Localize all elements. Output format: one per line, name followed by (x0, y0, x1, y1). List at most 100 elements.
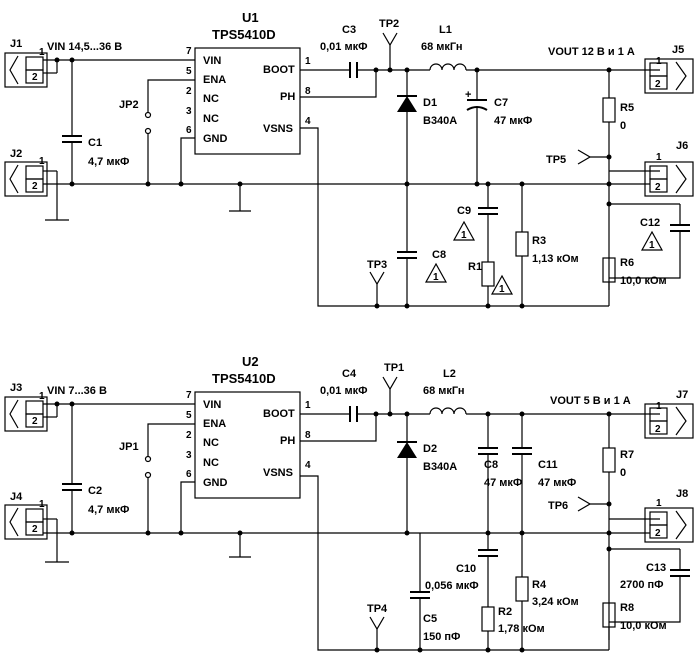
c3-val: 0,01 мкФ (320, 41, 368, 53)
j7-pin2: 2 (655, 424, 661, 435)
j3-ref: J3 (10, 382, 22, 394)
r1-ref: R1 (468, 261, 482, 273)
l2-ref: L2 (443, 368, 456, 380)
j4-ref: J4 (10, 491, 23, 503)
u1-pin-ena: ENA (203, 74, 226, 86)
r6-val: 10,0 кОм (620, 275, 667, 287)
d2-ref: D2 (423, 443, 437, 455)
c2-ref: C2 (88, 485, 102, 497)
j1-pin2: 2 (32, 72, 38, 83)
l1-val: 68 мкГн (421, 41, 463, 53)
u1-n-vsns: 4 (305, 116, 311, 127)
d2-part: B340A (423, 461, 457, 473)
u2-pin-nc2: NC (203, 457, 219, 469)
c8-note: 1 (433, 272, 439, 283)
connector-j4: J4 1 2 (4, 491, 48, 540)
c5-val: 150 пФ (423, 631, 460, 643)
j3-pin1: 1 (39, 391, 45, 402)
j1-ref: J1 (10, 38, 22, 50)
u1-n-vin: 7 (186, 46, 192, 57)
vin-label-2: VIN 7...36 В (47, 385, 107, 397)
j1-pin1: 1 (39, 47, 45, 58)
d1-ref: D1 (423, 97, 437, 109)
c7-polarity: + (465, 89, 471, 101)
j6-ref: J6 (676, 140, 688, 152)
c4-ref: C4 (342, 368, 357, 380)
r6-ref: R6 (620, 257, 634, 269)
u2-pin-vsns: VSNS (263, 467, 293, 479)
connector-j3: J3 1 2 (4, 382, 48, 432)
c1-ref: C1 (88, 137, 102, 149)
c13-ref: C13 (646, 562, 666, 574)
u2-n-nc2: 3 (186, 450, 192, 461)
u2-pin-ph: PH (280, 435, 295, 447)
ic-u2: U2 TPS5410D VIN ENA NC NC GND BOOT PH VS… (186, 354, 311, 499)
c11-val: 47 мкФ (538, 477, 576, 489)
c4-val: 0,01 мкФ (320, 385, 368, 397)
u2-n-gnd: 6 (186, 469, 192, 480)
tp2-ref: TP2 (379, 18, 399, 30)
c12-ref: C12 (640, 217, 660, 229)
u1-n-ena: 5 (186, 66, 192, 77)
vin-label-1: VIN 14,5...36 В (47, 41, 122, 53)
j5-ref: J5 (672, 44, 684, 56)
u1-n-gnd: 6 (186, 125, 192, 136)
c12-note: 1 (649, 240, 655, 251)
ic-u1: U1 TPS5410D VIN ENA NC NC GND BOOT PH VS… (186, 10, 311, 155)
c10-ref: C10 (456, 563, 476, 575)
d1-part: B340A (423, 115, 457, 127)
c10-val: 0,056 мкФ (425, 580, 479, 592)
tp3-ref: TP3 (367, 259, 387, 271)
connector-j2: J2 1 2 (4, 148, 48, 197)
tp5-ref: TP5 (546, 154, 566, 166)
u2-ref: U2 (242, 354, 259, 369)
u2-n-vsns: 4 (305, 460, 311, 471)
l1-ref: L1 (439, 24, 452, 36)
r2-ref: R2 (498, 606, 512, 618)
u1-pin-vsns: VSNS (263, 123, 293, 135)
j4-pin1: 1 (39, 499, 45, 510)
u2-n-ena: 5 (186, 410, 192, 421)
r7-val: 0 (620, 467, 626, 479)
u2-pin-ena: ENA (203, 418, 226, 430)
r3-val: 1,13 кОм (532, 253, 579, 265)
connector-j7: J7 1 2 (644, 389, 694, 439)
circuit-2: J3 1 2 VIN 7...36 В J4 1 2 C2 4,7 мкФ JP… (4, 354, 694, 653)
circuit-1: J1 1 2 VIN 14,5...36 В J2 1 2 C1 4,7 мкФ… (4, 10, 694, 309)
tp6-ref: TP6 (548, 500, 568, 512)
j7-ref: J7 (676, 389, 688, 401)
connector-j1: J1 1 2 (4, 38, 48, 88)
c9-ref: C9 (457, 205, 471, 217)
u1-pin-nc1: NC (203, 93, 219, 105)
c7-ref: C7 (494, 97, 508, 109)
j8-pin1: 1 (656, 498, 662, 509)
vout-label-2: VOUT 5 В и 1 А (550, 395, 631, 407)
r7-ref: R7 (620, 449, 634, 461)
c8-ref-1: C8 (432, 249, 446, 261)
vout-label-1: VOUT 12 В и 1 А (548, 46, 635, 58)
j3-pin2: 2 (32, 416, 38, 427)
tp1-ref: TP1 (384, 362, 404, 374)
c5-ref: C5 (423, 613, 437, 625)
u2-pin-nc1: NC (203, 437, 219, 449)
u1-pin-ph: PH (280, 91, 295, 103)
j7-pin1: 1 (656, 401, 662, 412)
u2-pin-vin: VIN (203, 399, 221, 411)
c2-val: 4,7 мкФ (88, 504, 129, 516)
r4-ref: R4 (532, 579, 547, 591)
u1-pin-vin: VIN (203, 55, 221, 67)
j8-ref: J8 (676, 488, 688, 500)
r2-val: 1,78 кОм (498, 623, 545, 635)
u1-pin-gnd: GND (203, 133, 228, 145)
r8-val: 10,0 кОм (620, 620, 667, 632)
u2-pin-gnd: GND (203, 477, 228, 489)
u1-n-nc2: 3 (186, 106, 192, 117)
u2-pin-boot: BOOT (263, 408, 295, 420)
u1-pin-boot: BOOT (263, 64, 295, 76)
u1-ref: U1 (242, 10, 259, 25)
u1-part: TPS5410D (212, 27, 276, 42)
r1-note: 1 (499, 284, 505, 295)
connector-j6: J6 1 2 (644, 140, 694, 197)
c7-val: 47 мкФ (494, 115, 532, 127)
c8-val-2: 47 мкФ (484, 477, 522, 489)
